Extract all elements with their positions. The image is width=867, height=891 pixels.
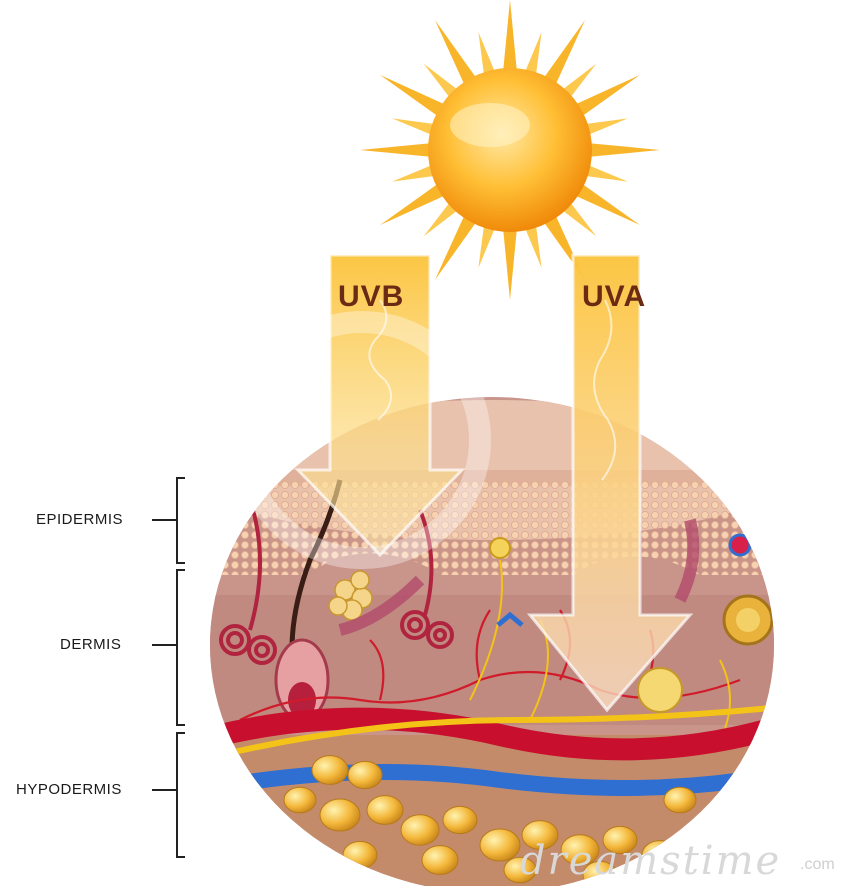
hypodermis-label: HYPODERMIS [16,781,122,798]
watermark-brand: dreamstime [520,838,781,884]
epidermis-label: EPIDERMIS [36,511,123,528]
dermis-label: DERMIS [60,636,121,653]
skin-cross-section [192,390,800,886]
uva-label: UVA [582,280,646,314]
watermark-domain: .com [800,856,835,874]
uvb-label: UVB [338,280,404,314]
layer-brackets [152,478,185,857]
